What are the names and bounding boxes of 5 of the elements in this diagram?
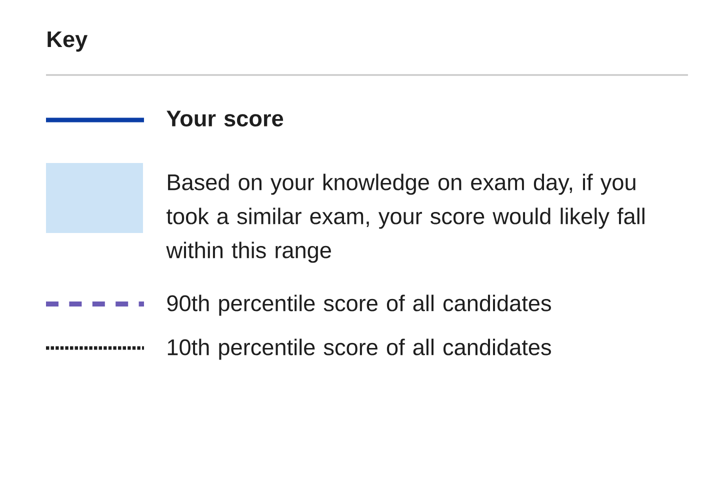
heading: Key <box>48 31 88 52</box>
legend-text: 90th percentile score of all candidates <box>167 294 551 316</box>
legend-text: Your score <box>166 110 284 126</box>
legend-text: Based on your knowledge on exam day, if you took a similar exam, your score would likely fall within this range <box>166 174 644 263</box>
legend-text: 10th percentile score of all candidates <box>168 338 551 360</box>
